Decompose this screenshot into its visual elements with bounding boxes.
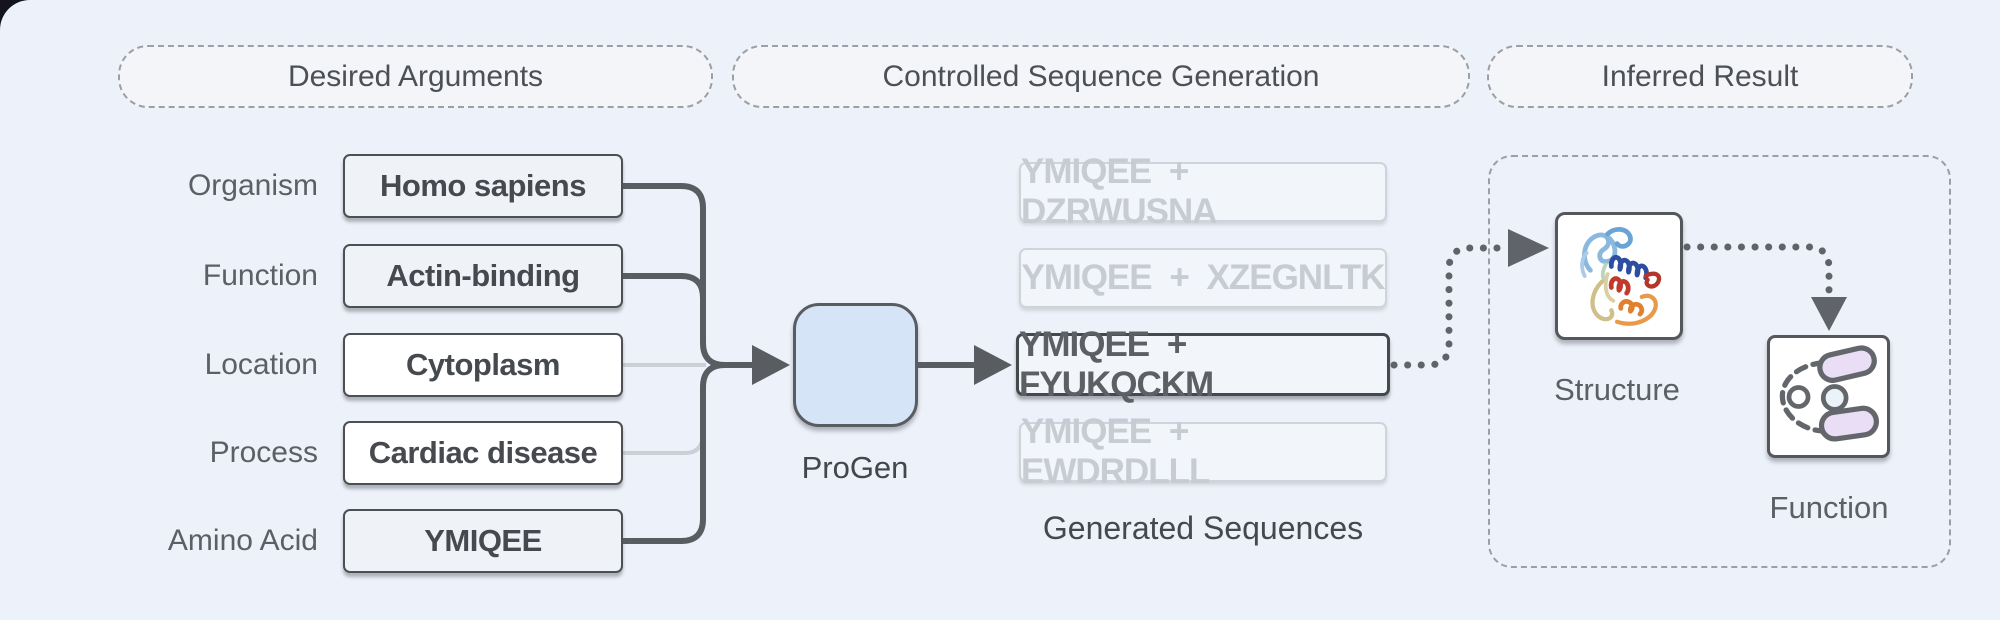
header-desired-arguments: Desired Arguments bbox=[118, 45, 713, 108]
progen-model-node bbox=[793, 303, 918, 427]
arrowhead-into-sequences bbox=[974, 345, 1012, 385]
sequence-item: YMIQEE + EWDRDLLL bbox=[1019, 412, 1387, 491]
argument-label-process: Process bbox=[209, 436, 318, 469]
argument-label-function: Function bbox=[202, 259, 318, 292]
wire-function bbox=[623, 273, 706, 299]
argument-label-organism: Organism bbox=[187, 169, 318, 202]
dotted-wire-structure-to-function bbox=[1683, 243, 1833, 298]
argument-value: Cardiac disease bbox=[343, 421, 623, 485]
argument-value: YMIQEE bbox=[343, 509, 623, 573]
progen-label: ProGen bbox=[801, 450, 909, 485]
inferred-result-group bbox=[1488, 155, 1951, 568]
sequence-item: YMIQEE + DZRWUSNA bbox=[1019, 152, 1387, 231]
arrowhead-into-progen bbox=[752, 345, 790, 385]
argument-value: Actin-binding bbox=[343, 244, 623, 308]
pathway-icon bbox=[1779, 345, 1880, 442]
function-preview-box bbox=[1767, 335, 1890, 458]
sequence-item: YMIQEE + XZEGNLTK bbox=[1019, 248, 1387, 308]
header-inferred-result: Inferred Result bbox=[1487, 45, 1913, 108]
pathway-dashed-arc bbox=[1779, 360, 1828, 434]
pathway-small-node bbox=[1786, 385, 1811, 409]
argument-value: Homo sapiens bbox=[343, 154, 623, 218]
arrowhead-into-function bbox=[1811, 297, 1847, 331]
structure-label: Structure bbox=[1554, 372, 1680, 407]
sequence-item: YMIQEE + FYUKQCKM bbox=[1016, 325, 1390, 404]
argument-value: Cytoplasm bbox=[343, 333, 623, 397]
structure-preview-box bbox=[1555, 212, 1683, 340]
wire-amino-acid bbox=[623, 362, 726, 544]
pathway-top-pill bbox=[1817, 345, 1877, 383]
function-label: Function bbox=[1769, 490, 1889, 525]
generated-sequences-caption: Generated Sequences bbox=[1042, 510, 1364, 546]
argument-label-location: Location bbox=[204, 348, 318, 381]
protein-ribbon-icon bbox=[1580, 227, 1662, 326]
arrowhead-into-structure bbox=[1508, 229, 1549, 267]
argument-label-amino-acid: Amino Acid bbox=[167, 524, 318, 557]
pathway-center-node bbox=[1820, 384, 1849, 412]
header-controlled-sequence-generation: Controlled Sequence Generation bbox=[732, 45, 1470, 108]
dotted-wire-sequence-to-structure bbox=[1390, 244, 1506, 369]
wire-process bbox=[623, 432, 705, 455]
pathway-bottom-pill bbox=[1818, 405, 1880, 442]
